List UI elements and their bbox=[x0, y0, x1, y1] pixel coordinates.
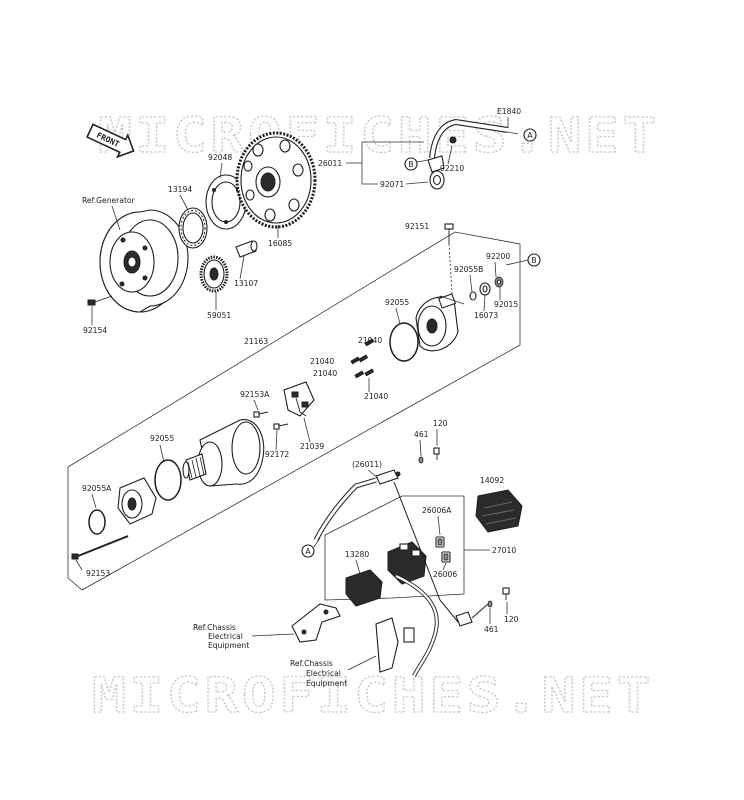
part-92048: 92048 bbox=[208, 153, 232, 162]
relay-assembly-frame bbox=[324, 495, 465, 601]
part-92055a: 92055A bbox=[82, 484, 112, 493]
part-26006a: 26006A bbox=[422, 506, 452, 515]
starter-gear bbox=[235, 131, 317, 229]
part-21040-c: 21040 bbox=[313, 369, 337, 378]
watermark-bottom: MICROFICHES.NET bbox=[92, 668, 654, 724]
part-21040-a: 21040 bbox=[358, 336, 382, 345]
relay-cover-14092 bbox=[475, 489, 523, 533]
part-59051: 59051 bbox=[207, 311, 231, 320]
screw-92153a bbox=[253, 411, 269, 418]
part-120-b: 120 bbox=[504, 615, 519, 624]
watermark-top: MICROFICHES.NET bbox=[98, 108, 660, 164]
part-16085: 16085 bbox=[268, 239, 292, 248]
starter-cable-lower bbox=[313, 469, 401, 542]
part-92055-top: 92055 bbox=[385, 298, 409, 307]
bolt-92154 bbox=[87, 295, 113, 306]
generator-rotor bbox=[99, 209, 189, 313]
part-13280: 13280 bbox=[345, 550, 369, 559]
part-92200: 92200 bbox=[486, 252, 510, 261]
ref-chassis-1-line3: Equipment bbox=[208, 641, 249, 650]
part-26011-paren: (26011) bbox=[352, 460, 382, 469]
part-92015: 92015 bbox=[494, 300, 518, 309]
part-13107: 13107 bbox=[234, 279, 258, 288]
svg-text:A: A bbox=[527, 131, 533, 140]
screw-92172 bbox=[273, 423, 289, 430]
one-way-clutch bbox=[178, 207, 208, 249]
starter-front-cover bbox=[117, 477, 157, 525]
svg-text:B: B bbox=[408, 160, 413, 169]
washer-461-b bbox=[487, 600, 493, 608]
part-21040-d: 21040 bbox=[364, 392, 388, 401]
fuse-26006 bbox=[441, 551, 451, 563]
part-461-b: 461 bbox=[484, 625, 499, 634]
part-16073: 16073 bbox=[474, 311, 498, 320]
clutch-housing bbox=[205, 174, 247, 230]
bolt-92153 bbox=[71, 535, 129, 560]
connector-a-bottom: A bbox=[301, 544, 315, 558]
part-26006: 26006 bbox=[433, 570, 457, 579]
idle-gear bbox=[199, 255, 229, 293]
starter-end-cover bbox=[415, 293, 465, 352]
assembly-frame bbox=[67, 231, 521, 591]
ref-chassis-2-line3: Equipment bbox=[306, 679, 347, 688]
part-92210: 92210 bbox=[440, 164, 464, 173]
part-92151: 92151 bbox=[405, 222, 429, 231]
relay-bracket bbox=[291, 603, 341, 643]
part-92055b: 92055B bbox=[454, 265, 483, 274]
o-ring-92055-mid bbox=[154, 459, 182, 501]
relay-13280 bbox=[345, 569, 383, 607]
part-92153: 92153 bbox=[86, 569, 110, 578]
relay-harness bbox=[375, 481, 489, 677]
gear-shaft bbox=[235, 240, 258, 258]
connector-b-top: B bbox=[404, 157, 418, 171]
part-e1840: E1840 bbox=[497, 107, 521, 116]
washer-461-a bbox=[418, 456, 424, 464]
ref-chassis-1-line2: Electrical bbox=[208, 632, 243, 641]
ref-generator-label: Ref.Generator bbox=[82, 196, 136, 205]
part-120-a: 120 bbox=[433, 419, 448, 428]
part-92153a: 92153A bbox=[240, 390, 270, 399]
part-14092: 14092 bbox=[480, 476, 504, 485]
svg-text:B: B bbox=[531, 256, 536, 265]
connector-a-top: A bbox=[523, 128, 537, 142]
starter-cable-top bbox=[427, 118, 509, 190]
o-ring-92055a bbox=[88, 509, 106, 535]
nut-92015 bbox=[494, 276, 504, 288]
part-461-a: 461 bbox=[414, 430, 429, 439]
connector-b-right: B bbox=[527, 253, 541, 267]
part-21163: 21163 bbox=[244, 337, 268, 346]
brush-holder bbox=[283, 381, 315, 417]
o-ring-92055-top bbox=[389, 322, 419, 362]
starter-relay bbox=[387, 541, 427, 585]
part-26011: 26011 bbox=[318, 159, 342, 168]
part-92071: 92071 bbox=[380, 180, 404, 189]
bolt-120-b bbox=[502, 587, 510, 600]
ref-chassis-2-line1: Ref.Chassis bbox=[290, 659, 333, 668]
part-21039: 21039 bbox=[300, 442, 324, 451]
front-arrow-icon: FRONT bbox=[86, 123, 135, 159]
part-92172: 92172 bbox=[265, 450, 289, 459]
part-27010: 27010 bbox=[492, 546, 516, 555]
brush-springs bbox=[350, 338, 375, 379]
fuse-26006a bbox=[435, 536, 445, 548]
nut-16073 bbox=[479, 282, 491, 296]
part-13194: 13194 bbox=[168, 185, 192, 194]
part-92055-mid: 92055 bbox=[150, 434, 174, 443]
ref-chassis-2-line2: Electrical bbox=[306, 669, 341, 678]
bolt-120-a bbox=[433, 447, 440, 460]
part-21040-b: 21040 bbox=[310, 357, 334, 366]
svg-text:A: A bbox=[305, 547, 311, 556]
starter-motor bbox=[182, 419, 265, 487]
part-92154: 92154 bbox=[83, 326, 107, 335]
washer-92055b bbox=[469, 291, 477, 301]
ref-chassis-1-line1: Ref.Chassis bbox=[193, 623, 236, 632]
